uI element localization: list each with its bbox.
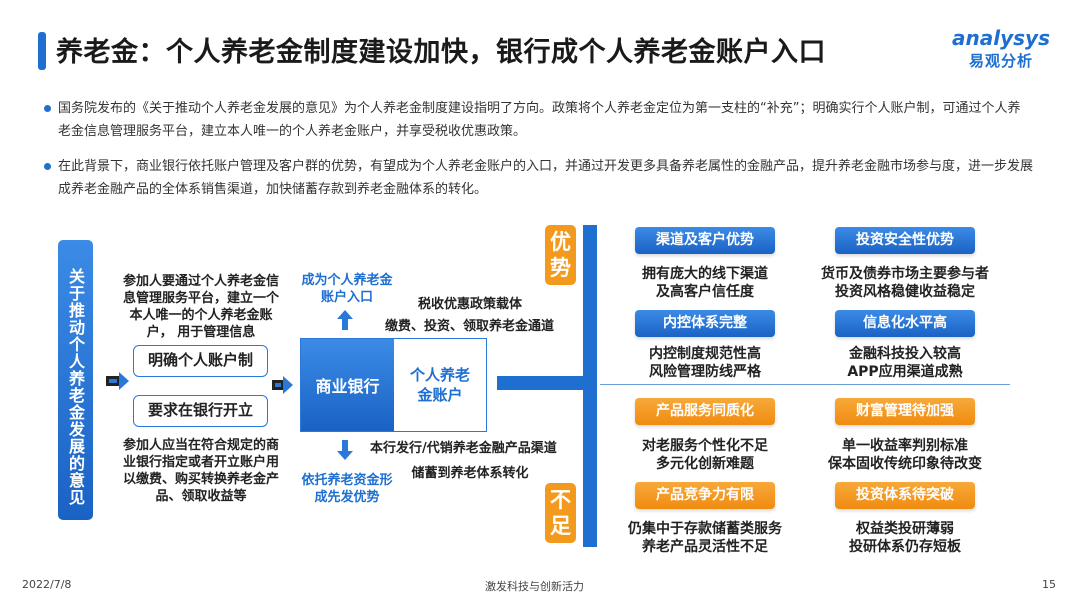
shortcomings-card-text: 权益类投研薄弱投研体系仍存短板 bbox=[805, 520, 1005, 556]
arrow-down-icon bbox=[337, 451, 353, 460]
arrow-right-icon bbox=[272, 380, 284, 390]
up-label: 成为个人养老金账户入口 bbox=[301, 273, 393, 305]
bullet-text: 在此背景下，商业银行依托账户管理及客户群的优势，有望成为个人养老金账户的入口，并… bbox=[58, 159, 1034, 197]
advantages-tag: 优势 bbox=[545, 225, 576, 285]
shortcomings-card-title: 产品竞争力有限 bbox=[635, 482, 775, 509]
arrow-up-icon bbox=[337, 310, 353, 319]
footer-date: 2022/7/8 bbox=[22, 578, 72, 591]
advantages-card-title: 信息化水平高 bbox=[835, 310, 975, 337]
footer-slogan: 激发科技与创新活力 bbox=[485, 580, 584, 593]
card-line: 仍集中于存款储蓄类服务 bbox=[628, 521, 782, 537]
account-label: 个人养老金账户 bbox=[394, 339, 486, 431]
card-line: 投研体系仍存短板 bbox=[849, 539, 961, 555]
desc-top: 参加人要通过个人养老金信息管理服务平台，建立一个本人唯一的个人养老金账户， 用于… bbox=[122, 274, 279, 340]
card-line: APP应用渠道成熟 bbox=[847, 364, 963, 380]
shortcomings-card-title: 产品服务同质化 bbox=[635, 398, 775, 425]
bullet-text: 国务院发布的《关于推动个人养老金发展的意见》为个人养老金制度建设指明了方向。政策… bbox=[58, 101, 1021, 139]
shortcomings-card-title: 财富管理待加强 bbox=[835, 398, 975, 425]
bank-label: 商业银行 bbox=[301, 339, 394, 431]
advantages-card-text: 货币及债券市场主要参与者投资风格稳健收益稳定 bbox=[805, 265, 1005, 301]
shortcomings-card-text: 对老服务个性化不足多元化创新难题 bbox=[605, 437, 805, 473]
card-line: 拥有庞大的线下渠道 bbox=[642, 266, 768, 282]
arrow-head-icon bbox=[283, 376, 293, 394]
down-label: 依托养老资金形成先发优势 bbox=[301, 473, 393, 505]
bottom-right-2: 储蓄到养老体系转化 bbox=[411, 466, 529, 481]
advantages-card-text: 拥有庞大的线下渠道及高客户信任度 bbox=[605, 265, 805, 301]
desc-bottom: 参加人应当在符合规定的商业银行指定或者开立账户用以缴费、购买转换养老金产品、领取… bbox=[122, 438, 279, 504]
advantages-card-title: 渠道及客户优势 bbox=[635, 227, 775, 254]
logo: analysys 易观分析 bbox=[952, 26, 1050, 71]
arrow-up-stem bbox=[342, 318, 348, 330]
bullet-2: 在此背景下，商业银行依托账户管理及客户群的优势，有望成为个人养老金账户的入口，并… bbox=[44, 155, 1034, 201]
advantages-card-text: 内控制度规范性高风险管理防线严格 bbox=[605, 345, 805, 381]
arrow-head-icon bbox=[119, 372, 129, 390]
card-line: 金融科技投入较高 bbox=[849, 346, 961, 362]
shortcomings-card-text: 仍集中于存款储蓄类服务养老产品灵活性不足 bbox=[605, 520, 805, 556]
card-line: 内控制度规范性高 bbox=[649, 346, 761, 362]
card-line: 及高客户信任度 bbox=[656, 284, 754, 300]
box-account-system: 明确个人账户制 bbox=[133, 345, 268, 377]
card-line: 单一收益率判别标准 bbox=[842, 438, 968, 454]
divider bbox=[600, 384, 1010, 385]
top-right-1: 税收优惠政策载体 bbox=[417, 297, 522, 312]
logo-cn: 易观分析 bbox=[968, 52, 1033, 70]
bank-box: 商业银行 个人养老金账户 bbox=[300, 338, 487, 432]
page-number: 15 bbox=[1042, 578, 1056, 591]
card-line: 养老产品灵活性不足 bbox=[642, 539, 768, 555]
policy-label: 关于推动个人养老金发展的意见 bbox=[58, 240, 93, 520]
logo-en: analysys bbox=[952, 26, 1050, 50]
shortcomings-card-title: 投资体系待突破 bbox=[835, 482, 975, 509]
bottom-right-1: 本行发行/代销养老金融产品渠道 bbox=[370, 441, 557, 456]
bullet-dot-icon bbox=[44, 163, 51, 170]
bullet-dot-icon bbox=[44, 105, 51, 112]
arrow-right-icon bbox=[106, 376, 120, 386]
card-line: 货币及债券市场主要参与者 bbox=[821, 266, 989, 282]
card-line: 保本固收传统印象待改变 bbox=[828, 456, 982, 472]
arrow-down-stem bbox=[342, 440, 348, 452]
connector-bar bbox=[497, 376, 585, 390]
card-line: 权益类投研薄弱 bbox=[856, 521, 954, 537]
box-bank-open: 要求在银行开立 bbox=[133, 395, 268, 427]
card-line: 投资风格稳健收益稳定 bbox=[835, 284, 975, 300]
title-accent bbox=[38, 32, 46, 70]
card-line: 风险管理防线严格 bbox=[649, 364, 761, 380]
page-title: 养老金：个人养老金制度建设加快，银行成个人养老金账户入口 bbox=[56, 37, 826, 68]
card-line: 对老服务个性化不足 bbox=[642, 438, 768, 454]
account-text: 个人养老金账户 bbox=[409, 366, 470, 404]
top-right-2: 缴费、投资、领取养老金通道 bbox=[385, 319, 555, 334]
advantages-card-title: 投资安全性优势 bbox=[835, 227, 975, 254]
advantages-card-title: 内控体系完整 bbox=[635, 310, 775, 337]
card-line: 多元化创新难题 bbox=[656, 456, 754, 472]
shortcomings-tag: 不足 bbox=[545, 483, 576, 543]
advantages-card-text: 金融科技投入较高 APP应用渠道成熟 bbox=[805, 345, 1005, 381]
bullet-1: 国务院发布的《关于推动个人养老金发展的意见》为个人养老金制度建设指明了方向。政策… bbox=[44, 97, 1033, 143]
shortcomings-card-text: 单一收益率判别标准保本固收传统印象待改变 bbox=[805, 437, 1005, 473]
vertical-bar bbox=[583, 225, 597, 547]
